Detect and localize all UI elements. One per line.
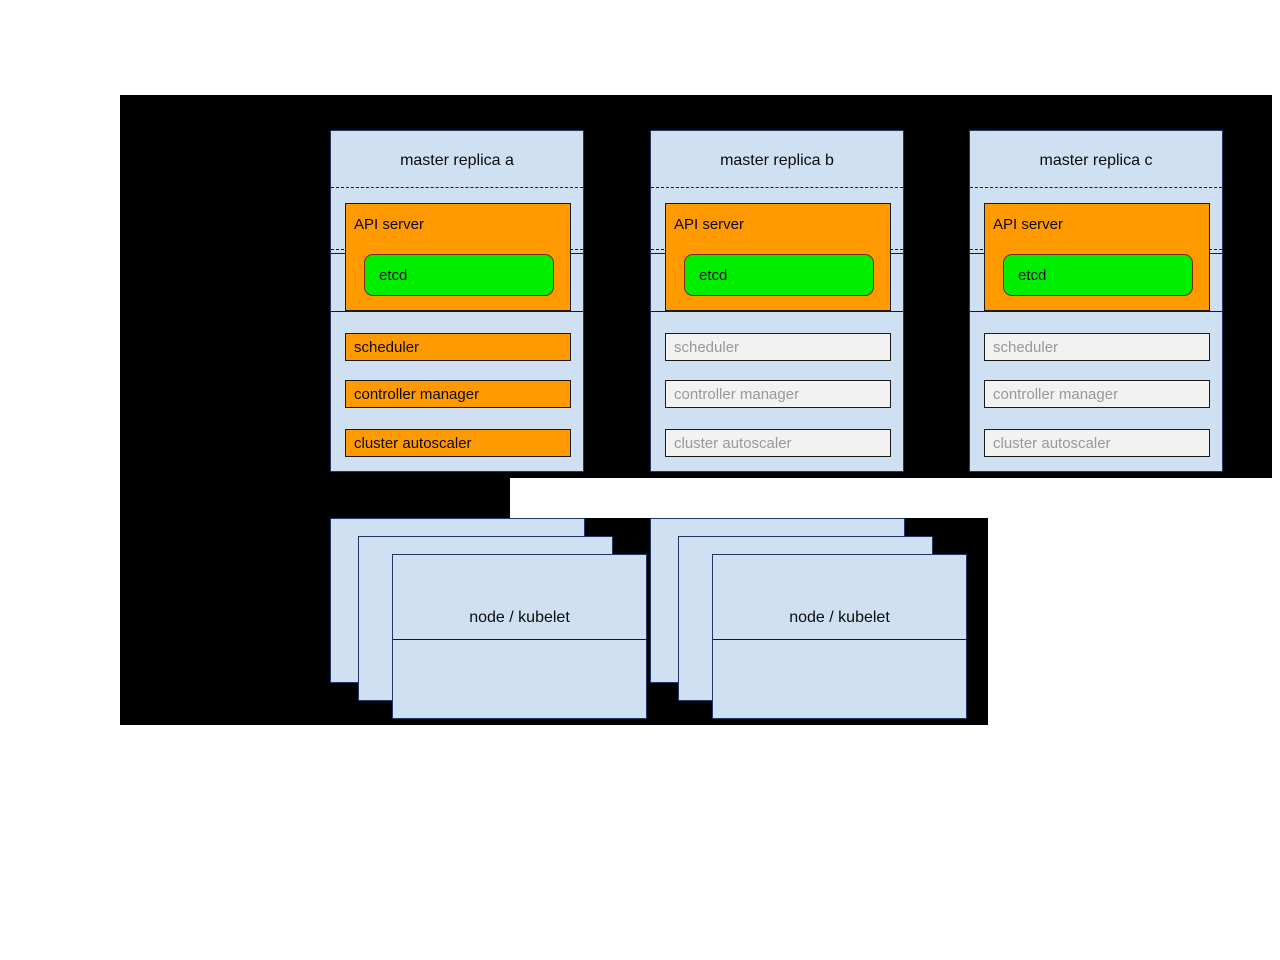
replica-c-api-server[interactable]: API server etcd [984, 203, 1210, 311]
replica-b-etcd[interactable]: etcd [684, 254, 874, 296]
replica-b-cluster-autoscaler[interactable]: cluster autoscaler [665, 429, 891, 457]
master-replica-b[interactable]: master replica b API server etcd schedul… [650, 130, 904, 472]
node-stack-2-layer-front[interactable]: node / kubelet [712, 554, 967, 719]
replica-c-divider-top [970, 187, 1222, 188]
replica-a-scheduler[interactable]: scheduler [345, 333, 571, 361]
replica-c-cluster-autoscaler[interactable]: cluster autoscaler [984, 429, 1210, 457]
node-stack-1-label: node / kubelet [469, 609, 570, 626]
replica-c-divider-bottom [970, 311, 1222, 312]
replica-a-api-server-label: API server [354, 216, 425, 233]
master-replica-a[interactable]: master replica a API server etcd schedul… [330, 130, 584, 472]
node-stack-1-divider [393, 639, 646, 640]
replica-b-divider-bottom [651, 311, 903, 312]
node-stack-2-label: node / kubelet [789, 609, 890, 626]
replica-c-api-server-label: API server [993, 216, 1064, 233]
master-replica-c[interactable]: master replica c API server etcd schedul… [969, 130, 1223, 472]
node-stack-1[interactable]: node / kubelet [330, 518, 660, 728]
replica-c-scheduler[interactable]: scheduler [984, 333, 1210, 361]
replica-b-divider-top [651, 187, 903, 188]
replica-a-etcd[interactable]: etcd [364, 254, 554, 296]
replica-a-api-server[interactable]: API server etcd [345, 203, 571, 311]
master-replica-c-title: master replica c [1039, 152, 1153, 169]
replica-c-controller-manager[interactable]: controller manager [984, 380, 1210, 408]
node-stack-1-layer-front[interactable]: node / kubelet [392, 554, 647, 719]
node-stack-2[interactable]: node / kubelet [650, 518, 980, 728]
replica-b-api-server-label: API server [674, 216, 745, 233]
replica-b-api-server[interactable]: API server etcd [665, 203, 891, 311]
master-replica-a-title: master replica a [400, 152, 514, 169]
replica-a-divider-top [331, 187, 583, 188]
master-replica-b-title: master replica b [720, 152, 834, 169]
replica-c-etcd[interactable]: etcd [1003, 254, 1193, 296]
replica-b-scheduler[interactable]: scheduler [665, 333, 891, 361]
replica-a-cluster-autoscaler[interactable]: cluster autoscaler [345, 429, 571, 457]
replica-a-controller-manager[interactable]: controller manager [345, 380, 571, 408]
replica-b-controller-manager[interactable]: controller manager [665, 380, 891, 408]
replica-a-divider-bottom [331, 311, 583, 312]
node-stack-2-divider [713, 639, 966, 640]
backdrop-panel-middle [120, 478, 510, 518]
